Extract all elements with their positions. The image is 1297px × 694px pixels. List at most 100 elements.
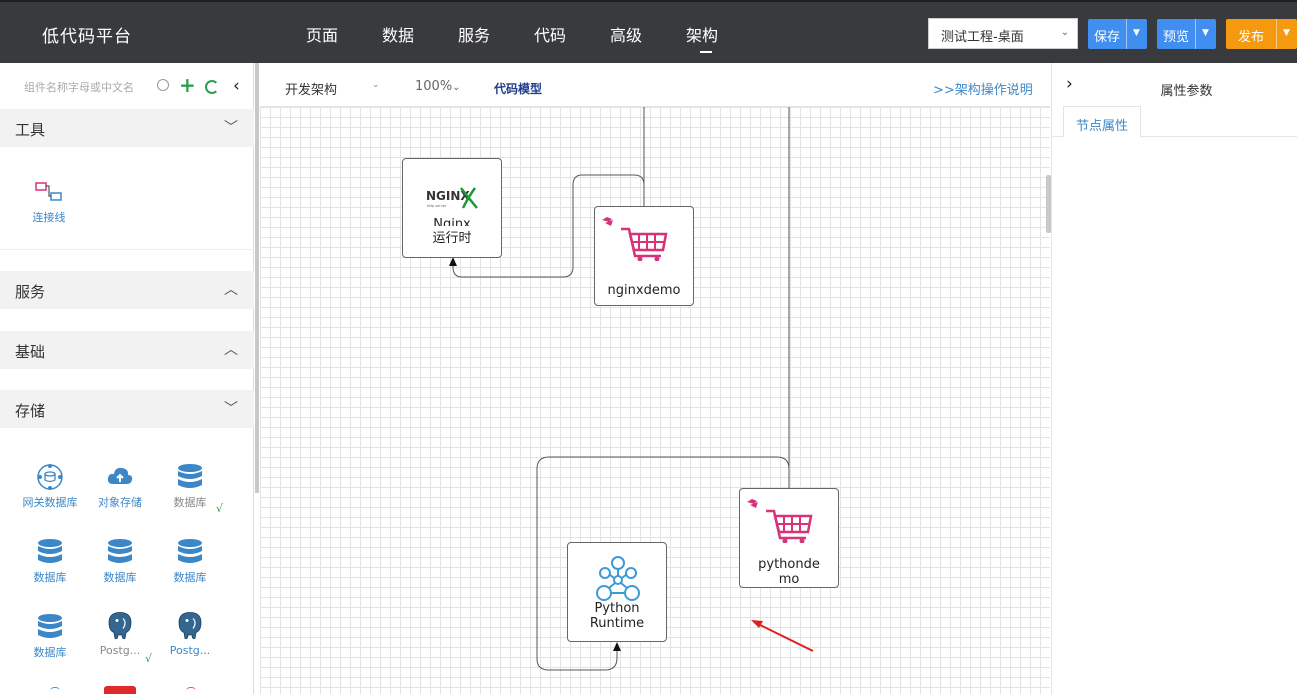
- chevron-right-icon[interactable]: ›: [1066, 74, 1073, 94]
- cloud-upload-icon: [107, 467, 133, 484]
- nav-item-data[interactable]: 数据: [382, 26, 415, 45]
- chevron-down-icon: ⌄: [1060, 27, 1069, 38]
- properties-tabs: 节点属性: [1052, 105, 1297, 138]
- section-services-label: 服务: [15, 283, 46, 301]
- gateway-db-icon: [37, 464, 63, 490]
- storage-item-label: 数据库: [103, 571, 137, 584]
- nginx-logo-icon: NGINX http server: [426, 187, 478, 209]
- node-python-runtime[interactable]: Python Runtime: [567, 542, 667, 642]
- arrowhead-icon: [449, 257, 457, 266]
- storage-item-database[interactable]: 数据库: [155, 538, 225, 585]
- component-search-row: 组件名称字母或中文名 + ‹: [0, 63, 254, 109]
- chevron-up-icon: ︿: [224, 282, 238, 298]
- node-title: Nginx: [433, 217, 471, 226]
- zoom-value: 100%: [415, 79, 453, 94]
- storage-item-database[interactable]: 数据库: [15, 613, 85, 660]
- publish-dropdown-caret-icon[interactable]: ▼: [1276, 19, 1296, 49]
- save-button[interactable]: 保存: [1094, 30, 1121, 45]
- node-title: pythonde: [758, 557, 820, 572]
- chevron-down-icon[interactable]: ⌄: [372, 80, 380, 90]
- python-runtime-icon: [596, 556, 640, 601]
- nav-item-architecture[interactable]: 架构: [686, 22, 762, 53]
- storage-item-label: 数据库: [173, 571, 207, 584]
- storage-item-partial-icon[interactable]: [186, 687, 196, 694]
- save-button-group: 保存 ▼: [1088, 19, 1147, 49]
- search-icon[interactable]: [157, 79, 169, 91]
- storage-item-label: 数据库: [173, 496, 207, 509]
- nav-item-services[interactable]: 服务: [458, 26, 491, 45]
- section-base-label: 基础: [15, 343, 46, 361]
- annotation-arrow: [753, 621, 814, 652]
- project-select[interactable]: 测试工程-桌面 ⌄: [928, 18, 1078, 49]
- tab-node-properties[interactable]: 节点属性: [1063, 106, 1141, 138]
- chevron-left-icon[interactable]: ‹: [233, 76, 240, 96]
- section-storage-label: 存储: [15, 402, 46, 420]
- node-nginxdemo[interactable]: nginxdemo: [594, 206, 694, 306]
- chevron-down-icon: ⌄: [452, 82, 461, 93]
- canvas-scrollbar[interactable]: [1046, 175, 1051, 233]
- component-panel: 组件名称字母或中文名 + ‹ 工具 ﹀ 连接线 服务 ︿ 基础 ︿ 存储 ﹀: [0, 63, 254, 694]
- refresh-icon[interactable]: [205, 80, 219, 94]
- arrowhead-icon: [613, 642, 621, 651]
- tool-connector[interactable]: 连接线: [20, 181, 78, 225]
- zoom-select[interactable]: 100%⌄: [415, 79, 461, 94]
- code-model-link[interactable]: 代码模型: [494, 82, 543, 96]
- canvas-toolbar: 开发架构 ⌄ 100%⌄ 代码模型 >>架构操作说明: [260, 63, 1050, 107]
- publish-button[interactable]: 发布: [1238, 30, 1265, 45]
- preview-button[interactable]: 预览: [1163, 30, 1190, 45]
- nav-item-advanced[interactable]: 高级: [610, 26, 643, 45]
- storage-item-object-storage[interactable]: 对象存储: [85, 463, 155, 510]
- chevron-down-icon: ﹀: [224, 120, 238, 136]
- tool-connector-label: 连接线: [32, 211, 66, 224]
- component-panel-scrollbar[interactable]: [255, 63, 259, 493]
- storage-item-postgresql[interactable]: Postg...: [85, 610, 155, 657]
- nginx-logo-text: NGINX: [426, 189, 470, 203]
- database-icon: [178, 539, 202, 563]
- section-services-header[interactable]: 服务 ︿: [0, 271, 254, 309]
- preview-dropdown-caret-icon[interactable]: ▼: [1195, 19, 1215, 49]
- storage-item-database[interactable]: 数据库: [15, 538, 85, 585]
- section-storage-header[interactable]: 存储 ﹀: [0, 390, 254, 428]
- nav-item-pages[interactable]: 页面: [306, 26, 339, 45]
- storage-item-label: 网关数据库: [22, 496, 78, 509]
- section-tools-header[interactable]: 工具 ﹀: [0, 109, 254, 147]
- storage-item-label: 对象存储: [98, 496, 142, 509]
- node-title: Python: [594, 601, 640, 616]
- add-icon[interactable]: +: [179, 73, 196, 97]
- project-select-value: 测试工程-桌面: [941, 30, 1024, 45]
- storage-item-database[interactable]: 数据库: [85, 538, 155, 585]
- chevron-down-icon: ﹀: [224, 401, 238, 417]
- redis-icon[interactable]: [104, 686, 136, 694]
- postgresql-icon: [178, 612, 202, 640]
- storage-item-label: 数据库: [33, 571, 67, 584]
- top-bar: 低代码平台 页面 数据 服务 代码 高级 架构 测试工程-桌面 ⌄ 保存 ▼ 预…: [0, 0, 1297, 63]
- node-subtitle: 运行时: [432, 231, 472, 246]
- postgresql-icon: [108, 612, 132, 640]
- publish-button-group: 发布 ▼: [1226, 19, 1297, 49]
- node-nginx-runtime[interactable]: NGINX http server Nginx 运行时: [402, 158, 502, 258]
- component-search-input[interactable]: 组件名称字母或中文名: [24, 81, 134, 94]
- storage-item-postgresql[interactable]: Postg...: [155, 610, 225, 657]
- section-tools-label: 工具: [15, 121, 46, 139]
- storage-item-partial-icon[interactable]: [50, 687, 60, 694]
- storage-item-database[interactable]: 数据库: [155, 463, 225, 510]
- annotation-arrowhead-icon: [751, 620, 763, 628]
- storage-item-gateway-db[interactable]: 网关数据库: [15, 463, 85, 510]
- section-base-header[interactable]: 基础 ︿: [0, 331, 254, 369]
- architecture-mode-select[interactable]: 开发架构: [285, 83, 338, 98]
- properties-panel: › 属性参数 节点属性: [1051, 63, 1297, 694]
- nginx-logo-subtext: http server: [427, 204, 447, 208]
- node-subtitle: Runtime: [589, 616, 645, 631]
- connector-icon: [35, 182, 62, 201]
- shopping-cart-icon: [747, 499, 813, 543]
- node-pythondemo[interactable]: pythonde mo: [739, 488, 839, 588]
- storage-item-label: Postg...: [99, 644, 141, 657]
- app-title: 低代码平台: [42, 27, 132, 47]
- node-title: nginxdemo: [607, 283, 681, 298]
- save-dropdown-caret-icon[interactable]: ▼: [1126, 19, 1146, 49]
- connection-line[interactable]: [452, 174, 645, 278]
- nav-item-code[interactable]: 代码: [534, 26, 567, 45]
- architecture-canvas[interactable]: NGINX http server Nginx 运行时 nginxdemo py…: [260, 107, 1050, 694]
- architecture-help-link[interactable]: >>架构操作说明: [933, 83, 1033, 98]
- connection-line[interactable]: [536, 456, 790, 671]
